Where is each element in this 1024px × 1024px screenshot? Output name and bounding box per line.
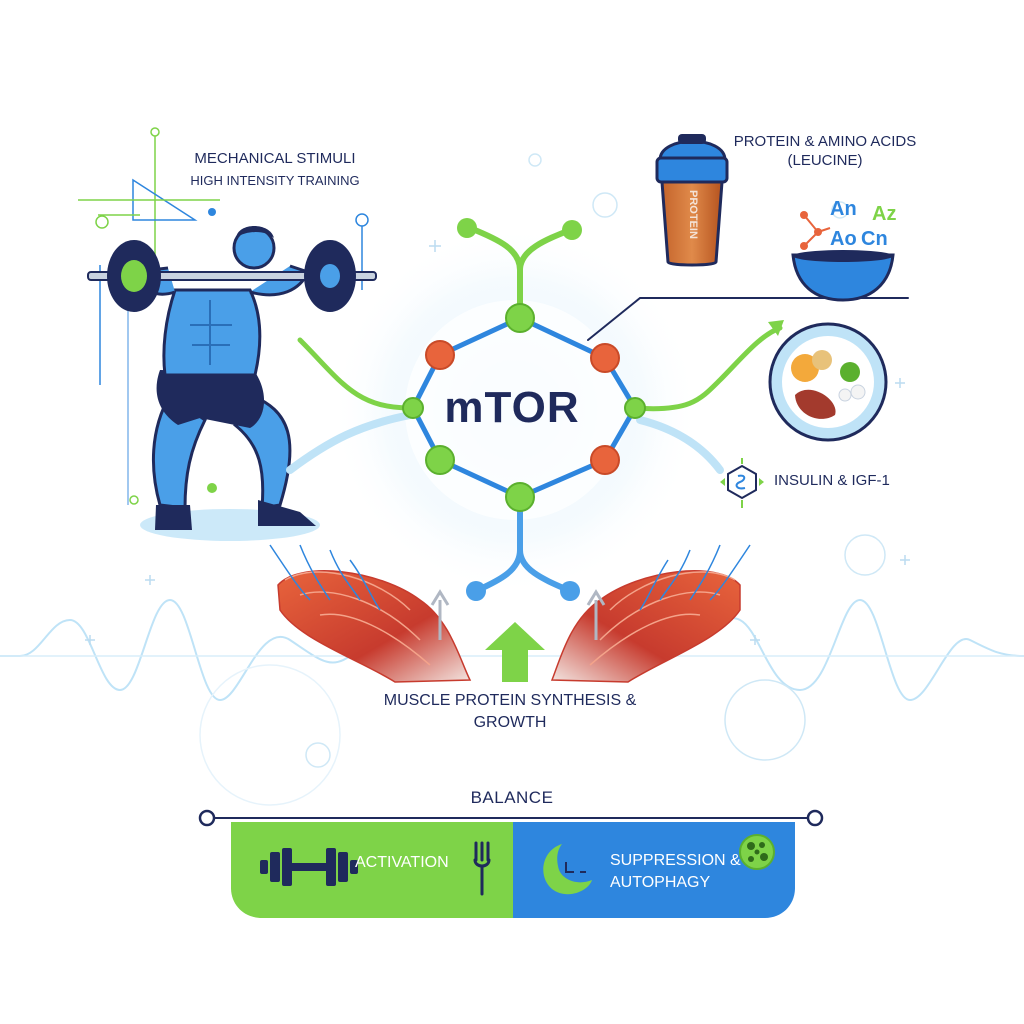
mechanical-stimuli-subtitle: HIGH INTENSITY TRAINING (190, 173, 360, 188)
insulin-igf-label: INSULIN & IGF-1 (774, 472, 890, 489)
pathway-connectors (286, 297, 909, 474)
growth-arrow (485, 622, 545, 682)
barbell (87, 240, 377, 312)
moon-icon (543, 844, 592, 895)
amino-code-2: Az (872, 203, 897, 225)
insulin-hexagon-icon (720, 458, 764, 508)
food-plate (768, 322, 888, 442)
amino-code-3: Ao (830, 228, 857, 250)
mechanical-stimuli-title: MECHANICAL STIMULI (194, 150, 356, 167)
mtor-center-label: mTOR (444, 383, 580, 432)
circuit-lines (78, 127, 369, 505)
muscle-left (269, 544, 472, 683)
muscle-protein-synthesis-label: MUSCLE PROTEIN SYNTHESIS & GROWTH (383, 692, 637, 732)
bowl (791, 250, 895, 302)
fork-icon (473, 841, 491, 896)
suppression-autophagy-label: SUPPRESSION & AUTOPHAGY (610, 852, 741, 891)
amino-code-4: Cn (861, 228, 888, 250)
mtor-molecule (402, 218, 646, 601)
balance-bar (231, 822, 795, 918)
barbell-icon (260, 848, 358, 886)
amino-acid-molecule (800, 211, 831, 250)
muscle-right (550, 544, 751, 683)
activation-label: ACTIVATION (355, 854, 449, 871)
protein-amino-label: PROTEIN & AMINO ACIDS (LEUCINE) (733, 133, 917, 169)
balance-title: BALANCE (470, 788, 554, 807)
autophagy-cell-icon (739, 834, 775, 870)
balance-scale-line (198, 809, 824, 827)
amino-code-1: An (830, 198, 857, 220)
shaker-label: PROTEIN (687, 190, 699, 239)
decorative-dots (85, 153, 910, 806)
protein-shaker (655, 134, 729, 267)
